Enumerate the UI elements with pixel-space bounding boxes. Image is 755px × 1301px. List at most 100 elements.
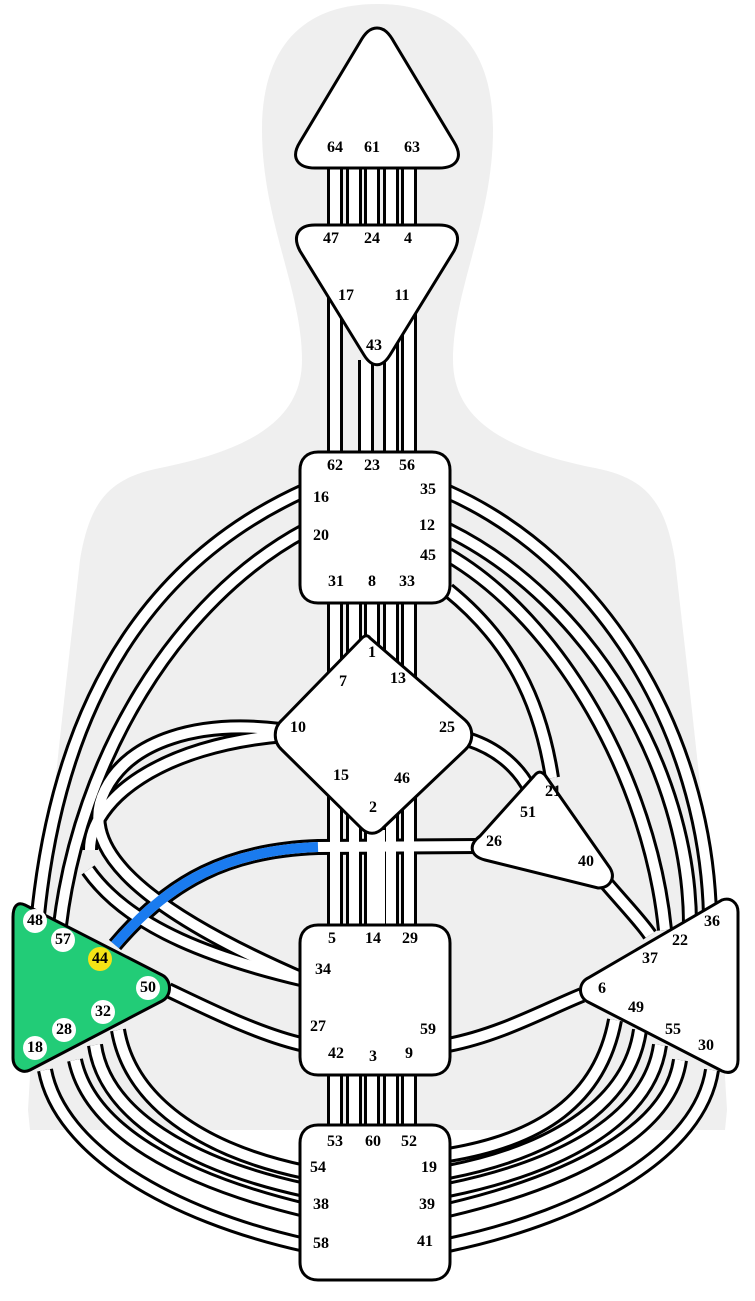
gate-38[interactable]: 38	[313, 1196, 329, 1213]
gate-23[interactable]: 23	[364, 457, 380, 474]
gate-35[interactable]: 35	[420, 481, 436, 498]
root-center-shape	[298, 1123, 452, 1282]
gate-28-badge	[52, 1018, 76, 1042]
gate-39[interactable]: 39	[419, 1196, 435, 1213]
gate-40[interactable]: 40	[578, 853, 594, 870]
gate-63[interactable]: 63	[404, 139, 420, 156]
gate-32[interactable]: 32	[95, 1003, 111, 1020]
center-spleen: 48 57 44 50 32 28 18	[11, 902, 171, 1073]
gate-30[interactable]: 30	[698, 1037, 714, 1054]
channel-10-20	[93, 722, 307, 985]
gate-20[interactable]: 20	[313, 527, 329, 544]
gate-12[interactable]: 12	[419, 517, 435, 534]
gate-50[interactable]: 50	[140, 979, 156, 996]
gate-16[interactable]: 16	[313, 489, 329, 506]
gate-60[interactable]: 60	[365, 1133, 381, 1150]
gate-31[interactable]: 31	[328, 573, 344, 590]
center-ego: 21 51 26 40	[470, 770, 614, 890]
gate-34[interactable]: 34	[315, 961, 331, 978]
gate-5[interactable]: 5	[328, 930, 336, 947]
ajna-center-shape	[295, 223, 459, 367]
gate-6[interactable]: 6	[598, 980, 606, 997]
throat-center-shape	[298, 450, 452, 605]
gate-27[interactable]: 27	[310, 1018, 326, 1035]
channel-59-6	[447, 990, 584, 1050]
gate-52[interactable]: 52	[401, 1133, 417, 1150]
gate-44[interactable]: 44	[92, 950, 108, 967]
gate-8[interactable]: 8	[368, 573, 376, 590]
gate-3[interactable]: 3	[369, 1048, 377, 1065]
gate-15[interactable]: 15	[333, 767, 349, 784]
gate-2[interactable]: 2	[369, 799, 377, 816]
channel-50-27	[165, 985, 307, 1050]
gate-11[interactable]: 11	[394, 287, 409, 304]
gate-22[interactable]: 22	[672, 932, 688, 949]
channel-10-57	[85, 730, 286, 851]
gate-24[interactable]: 24	[364, 230, 380, 247]
gate-18-badge	[23, 1036, 47, 1060]
gate-21[interactable]: 21	[545, 783, 561, 800]
gate-62[interactable]: 62	[327, 457, 343, 474]
gate-57[interactable]: 57	[55, 931, 71, 948]
gate-32-badge	[91, 1000, 115, 1024]
gate-17[interactable]: 17	[338, 287, 354, 304]
gate-59[interactable]: 59	[420, 1021, 436, 1038]
gate-7[interactable]: 7	[339, 673, 347, 690]
gate-54[interactable]: 54	[310, 1159, 326, 1176]
gate-48[interactable]: 48	[27, 912, 43, 929]
channel-root-spleen-inner	[90, 1044, 307, 1195]
gate-4[interactable]: 4	[404, 230, 412, 247]
gate-19[interactable]: 19	[421, 1159, 437, 1176]
gate-50-badge	[136, 976, 160, 1000]
gate-10[interactable]: 10	[290, 719, 306, 736]
gate-44-badge	[88, 947, 112, 971]
center-throat: 62 23 56 16 35 20 12 45 31 8 33	[298, 450, 452, 605]
channel-35-36	[445, 487, 715, 916]
channel-19-49	[447, 1029, 645, 1177]
head-center-shape	[294, 26, 460, 170]
gate-43[interactable]: 43	[366, 337, 382, 354]
channel-45-21	[444, 586, 557, 779]
gate-64[interactable]: 64	[327, 139, 343, 156]
gate-47[interactable]: 47	[323, 230, 339, 247]
channel-throat-37	[445, 550, 670, 931]
channel-12-22	[445, 525, 695, 926]
channel-20-57	[55, 525, 309, 926]
center-ajna: 47 24 4 17 11 43	[295, 223, 459, 367]
gate-29[interactable]: 29	[402, 930, 418, 947]
gate-53[interactable]: 53	[327, 1133, 343, 1150]
gate-33[interactable]: 33	[399, 573, 415, 590]
channel-16-48	[33, 485, 309, 916]
gate-13[interactable]: 13	[390, 670, 406, 687]
center-head: 64 61 63	[294, 26, 460, 170]
center-g-center: 1 7 13 10 25 15 46 2	[273, 634, 474, 835]
gate-58[interactable]: 58	[313, 1235, 329, 1252]
gate-46[interactable]: 46	[394, 770, 410, 787]
channel-root-sp-inner	[446, 1044, 665, 1195]
gate-1[interactable]: 1	[368, 644, 376, 661]
gate-37[interactable]: 37	[642, 950, 658, 967]
gate-45[interactable]: 45	[420, 547, 436, 564]
gate-25[interactable]: 25	[439, 719, 455, 736]
gate-56[interactable]: 56	[399, 457, 415, 474]
gate-49[interactable]: 49	[628, 999, 644, 1016]
gate-36[interactable]: 36	[704, 913, 720, 930]
gate-9[interactable]: 9	[405, 1045, 413, 1062]
gate-41[interactable]: 41	[417, 1233, 433, 1250]
center-solar-plexus: 36 22 37 6 49 55 30	[579, 897, 740, 1074]
ego-center-shape	[470, 770, 614, 890]
gate-51[interactable]: 51	[520, 804, 536, 821]
gate-57-badge	[51, 928, 75, 952]
gate-26[interactable]: 26	[486, 833, 502, 850]
gate-14[interactable]: 14	[365, 930, 381, 947]
channel-38-28	[70, 1058, 307, 1215]
gate-61[interactable]: 61	[364, 139, 380, 156]
solar-plexus-center-shape	[579, 897, 740, 1074]
gate-28[interactable]: 28	[56, 1021, 72, 1038]
channel-52-sp	[447, 1019, 620, 1160]
g-center-center-shape	[273, 634, 474, 835]
gate-55[interactable]: 55	[665, 1021, 681, 1038]
gate-42[interactable]: 42	[328, 1045, 344, 1062]
gate-18[interactable]: 18	[27, 1039, 43, 1056]
